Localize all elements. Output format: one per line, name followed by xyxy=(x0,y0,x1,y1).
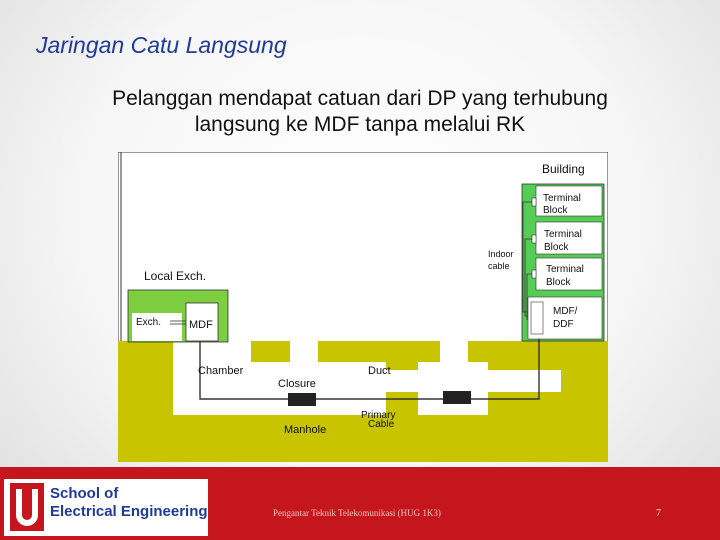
label-chamber: Chamber xyxy=(198,365,244,377)
label-exch: Exch. xyxy=(136,317,161,328)
terminal-block-3 xyxy=(535,257,603,291)
indoor-cable-1 xyxy=(522,201,532,313)
mdf-ddf-frame xyxy=(530,301,544,335)
label-manhole: Manhole xyxy=(284,424,326,436)
label-closure: Closure xyxy=(278,378,316,390)
label-tb1-l2: Block xyxy=(543,205,568,216)
label-mdf-ddf-l1: MDF/ xyxy=(553,306,578,317)
school-logo: School of Electrical Engineering xyxy=(4,479,208,536)
label-mdf: MDF xyxy=(189,319,213,331)
label-tb1-l1: Terminal xyxy=(543,193,581,204)
label-indoor-l2: cable xyxy=(488,261,510,271)
label-tb2-l2: Block xyxy=(544,242,569,253)
terminal-block-2 xyxy=(535,221,603,255)
course-name: Pengantar Teknik Telekomunikasi (HUG 1K3… xyxy=(273,508,441,518)
manhole-cutout xyxy=(251,362,386,415)
label-primary-l2: Cable xyxy=(368,419,395,430)
primary-cable xyxy=(199,339,540,400)
logo-line-1: School of xyxy=(50,485,119,502)
closure-2 xyxy=(443,391,471,404)
label-local-exch: Local Exch. xyxy=(144,269,206,283)
logo-line-2: Electrical Engineering xyxy=(50,503,208,520)
slide-title: Jaringan Catu Langsung xyxy=(36,32,287,58)
connector-1 xyxy=(531,197,537,207)
second-manhole xyxy=(418,362,488,415)
indoor-cable-3 xyxy=(526,273,532,320)
label-tb2-l1: Terminal xyxy=(544,229,582,240)
page-number: 7 xyxy=(656,508,661,519)
label-primary-l1: Primary xyxy=(361,410,395,421)
label-mdf-ddf-l2: DDF xyxy=(553,319,574,330)
connector-2 xyxy=(531,234,537,244)
indoor-cable-2 xyxy=(524,238,532,317)
university-emblem-icon xyxy=(10,483,44,531)
underground-structures xyxy=(173,341,561,415)
chamber-cutout xyxy=(173,341,251,415)
label-tb3-l2: Block xyxy=(546,277,571,288)
slide-subtitle: Pelanggan mendapat catuan dari DP yang t… xyxy=(40,86,680,138)
label-building: Building xyxy=(542,162,585,176)
label-duct: Duct xyxy=(368,365,391,377)
subtitle-line-1: Pelanggan mendapat catuan dari DP yang t… xyxy=(112,87,608,110)
exch-box xyxy=(132,313,182,341)
connector-3 xyxy=(531,269,537,279)
subtitle-line-2: langsung ke MDF tanpa melalui RK xyxy=(194,113,526,136)
label-tb3-l1: Terminal xyxy=(546,264,584,275)
mdf-box xyxy=(185,302,219,342)
closure-1 xyxy=(288,393,316,406)
label-indoor-l1: Indoor xyxy=(488,249,514,259)
network-diagram: Building Terminal Block Terminal Block T… xyxy=(118,152,608,462)
